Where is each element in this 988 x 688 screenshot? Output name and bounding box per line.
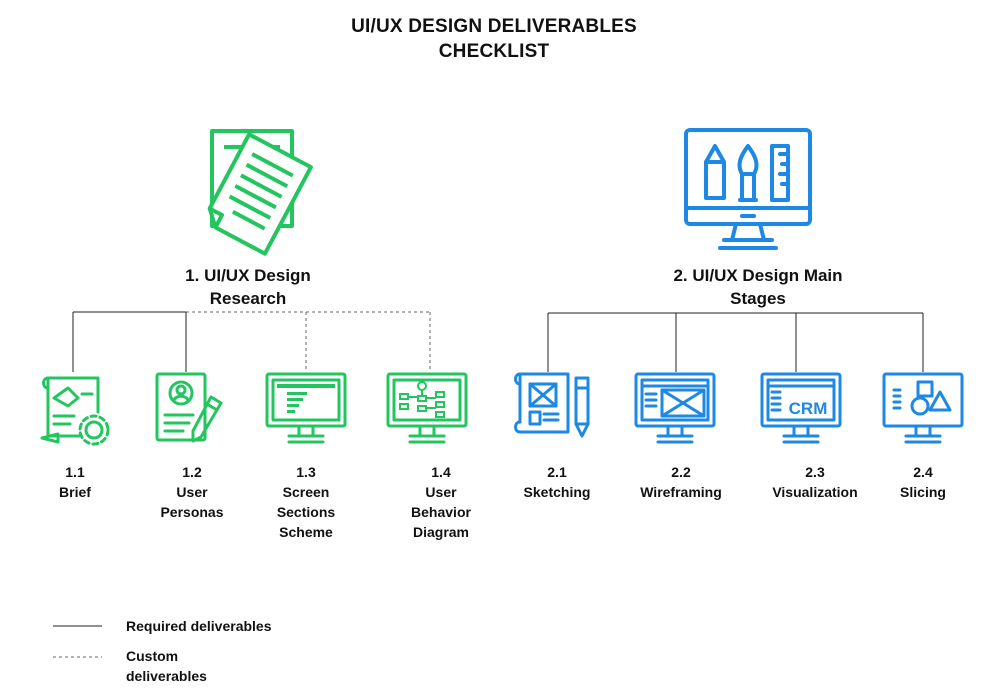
deliverable-label-line: Diagram xyxy=(412,524,470,540)
title-line-2: CHECKLIST xyxy=(438,41,550,62)
deliverable-label-line: Sections xyxy=(276,504,336,520)
deliverable-label-line: Screen xyxy=(282,484,330,500)
deliverable-label-line: Brief xyxy=(59,484,91,500)
legend-custom-line-1: Custom xyxy=(126,648,179,664)
documents-icon xyxy=(207,129,313,256)
section-2-heading-line-1: 2. UI/UX Design Main xyxy=(673,266,843,285)
deliverable-number: 2.2 xyxy=(671,464,691,480)
deliverable-1-3: 1.3 Screen Sections Scheme xyxy=(251,462,361,542)
legend-custom-label: Custom deliverables xyxy=(126,646,207,686)
deliverable-label-line: Personas xyxy=(160,504,224,520)
monitor-crm-icon: CRM xyxy=(760,372,842,444)
legend-required-label: Required deliverables xyxy=(126,618,272,634)
deliverable-2-3: 2.3 Visualization xyxy=(760,462,870,502)
blueprint-pencil-icon xyxy=(514,372,590,438)
title-line-1: UI/UX DESIGN DELIVERABLES xyxy=(351,16,637,37)
deliverable-number: 1.1 xyxy=(65,464,85,480)
deliverable-label-line: Slicing xyxy=(900,484,946,500)
deliverable-label-line: Scheme xyxy=(279,524,333,540)
deliverable-number: 2.1 xyxy=(547,464,567,480)
persona-pen-icon xyxy=(155,372,223,443)
section-1-heading-line-1: 1. UI/UX Design xyxy=(185,266,311,285)
deliverable-label-line: Wireframing xyxy=(640,484,722,500)
deliverable-number: 1.4 xyxy=(431,464,451,480)
monitor-wireframe-icon xyxy=(634,372,716,444)
deliverable-label-line: User xyxy=(425,484,457,500)
legend-custom-line-2: deliverables xyxy=(126,668,207,684)
brief-gear-icon xyxy=(40,376,110,446)
deliverable-2-4: 2.4 Slicing xyxy=(868,462,978,502)
deliverable-1-2: 1.2 User Personas xyxy=(137,462,247,522)
deliverable-label-line: User xyxy=(176,484,208,500)
deliverable-1-1: 1.1 Brief xyxy=(20,462,130,502)
deliverable-label-line: Visualization xyxy=(772,484,858,500)
crm-icon-text: CRM xyxy=(789,399,828,418)
monitor-flow-icon xyxy=(386,372,468,444)
deliverable-number: 1.2 xyxy=(182,464,202,480)
deliverable-label-line: Sketching xyxy=(523,484,591,500)
deliverable-label-line: Behavior xyxy=(411,504,471,520)
design-monitor-icon xyxy=(684,128,812,250)
section-2-heading-line-2: Stages xyxy=(730,289,786,308)
deliverable-number: 2.3 xyxy=(805,464,825,480)
deliverable-number: 2.4 xyxy=(913,464,933,480)
monitor-shapes-icon xyxy=(882,372,964,444)
section-1-heading: 1. UI/UX Design Research xyxy=(143,264,353,310)
diagram-title: UI/UX DESIGN DELIVERABLES CHECKLIST xyxy=(0,14,988,64)
section-1-heading-line-2: Research xyxy=(209,289,287,308)
section-2-heading: 2. UI/UX Design Main Stages xyxy=(633,264,883,310)
deliverable-2-2: 2.2 Wireframing xyxy=(626,462,736,502)
deliverable-2-1: 2.1 Sketching xyxy=(502,462,612,502)
deliverable-number: 1.3 xyxy=(296,464,316,480)
monitor-sections-icon xyxy=(265,372,347,444)
deliverable-1-4: 1.4 User Behavior Diagram xyxy=(386,462,496,542)
